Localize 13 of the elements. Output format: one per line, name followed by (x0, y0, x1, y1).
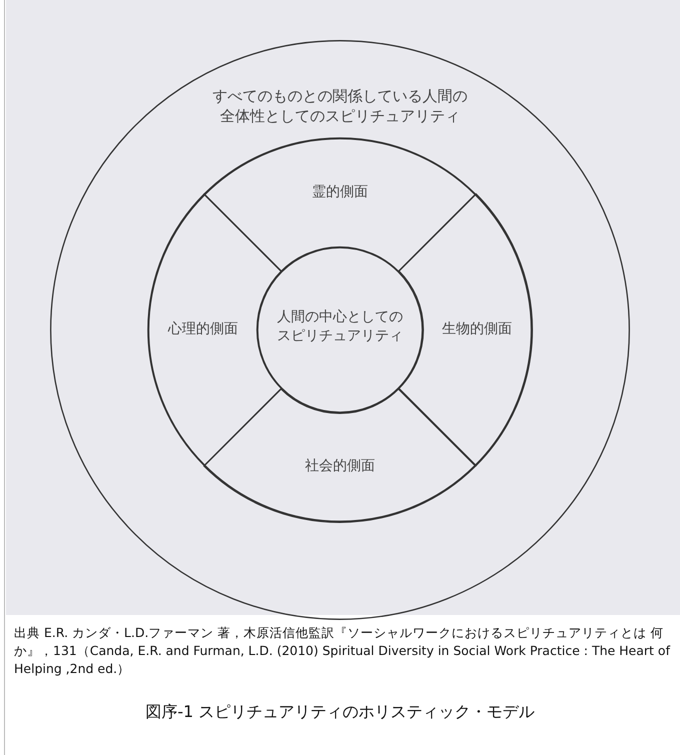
ring-circle (148, 138, 532, 522)
ring-label: 生物的側面 (440, 320, 513, 339)
ring-label: すべてのものとの関係している人間の全体性としてのスピリチュアリティ (212, 86, 468, 126)
source-note: 出典 E.R. カンダ・L.D.ファーマン 著，木原活信他監訳『ソーシャルワークにおけるスピリチュアリティとは 何か』，131（Canda, E.R. and Furman, L.D. (2010) Spiritual Diversity in Social Work Practice : The Heart of Helping ,2nd ed.） (14, 624, 670, 678)
circle (257, 247, 423, 413)
figure-caption: 図序-1 スピリチュアリティのホリスティック・モデル (144, 702, 536, 723)
ring-label: 社会的側面 (304, 456, 376, 476)
ring-label: 心理的側面 (166, 320, 239, 339)
ring-label: 霊的側面 (310, 183, 369, 202)
ring-sector (204, 388, 476, 522)
ring-label: 人間の中心としてのスピリチュアリティ (276, 308, 404, 346)
ring-sector (204, 138, 476, 272)
circle (50, 40, 630, 620)
